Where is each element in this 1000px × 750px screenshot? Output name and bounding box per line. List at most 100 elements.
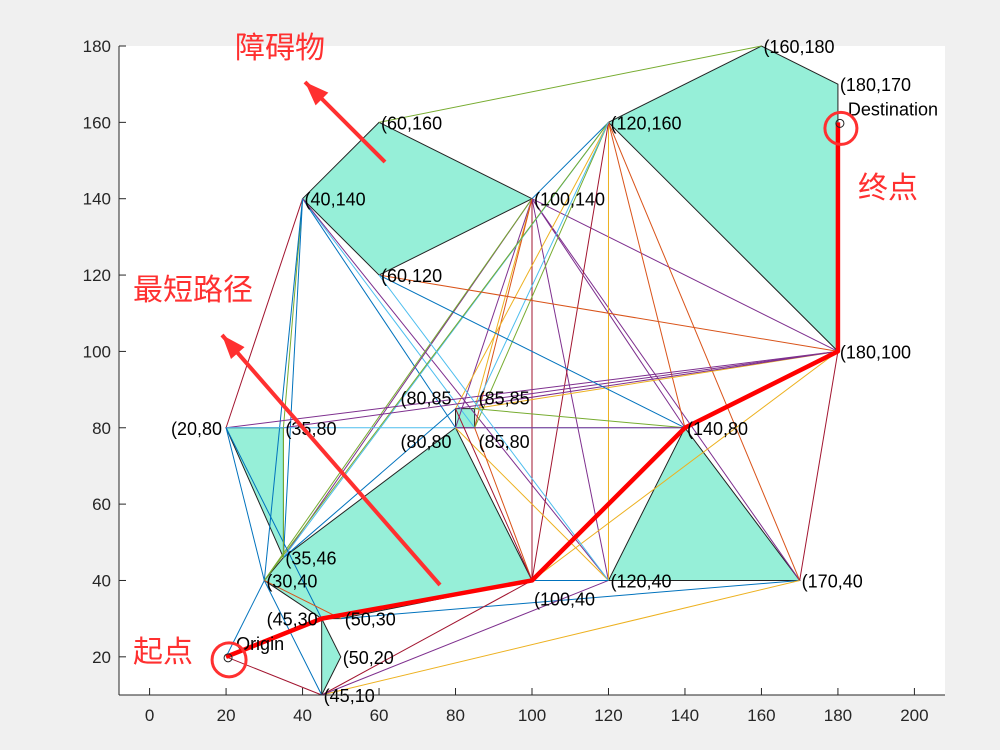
visibility-edge: [302, 198, 609, 581]
x-tick-label: 140: [671, 706, 699, 725]
visibility-edge: [474, 427, 533, 581]
visibility-edge: [302, 198, 476, 429]
visibility-edge: [455, 198, 533, 428]
shortest-path-arrow-head: [222, 335, 245, 360]
destination-circle: [823, 110, 859, 146]
x-tick-label: 180: [824, 706, 852, 725]
vertex-label: (100,40: [534, 589, 595, 609]
x-tick-label: 60: [370, 706, 389, 725]
visibility-edge: [225, 198, 304, 428]
visibility-edge: [474, 122, 609, 409]
visibility-edge: [264, 580, 342, 620]
visibility-edge: [455, 350, 838, 410]
vertex-label: (60,120: [381, 266, 442, 286]
y-tick-label: 160: [83, 113, 111, 132]
destination-marker: [835, 118, 845, 128]
y-tick-label: 100: [83, 342, 111, 361]
vertex-label: (180,100: [840, 342, 911, 362]
x-tick-label: 80: [446, 706, 465, 725]
vertex-label: (120,160: [610, 113, 681, 133]
visibility-edge: [474, 198, 533, 409]
visibility-edge: [321, 580, 609, 696]
y-tick-label: 40: [92, 571, 111, 590]
x-tick-label: 200: [900, 706, 928, 725]
vertex-label: (20,80: [171, 419, 222, 439]
obstacle-arrow-head: [305, 82, 329, 106]
visibility-edge: [263, 198, 533, 581]
visibility-edge: [321, 579, 800, 696]
visibility-edge: [225, 427, 323, 619]
visibility-edge: [531, 198, 839, 352]
vertex-label: (160,180: [763, 37, 834, 57]
visibility-edge: [607, 122, 686, 428]
y-tick-label: 120: [83, 266, 111, 285]
visibility-edge: [378, 274, 839, 352]
visibility-edge: [608, 122, 801, 581]
visibility-edge: [225, 427, 265, 581]
vertex-label: (50,20: [343, 648, 394, 668]
x-tick-label: 40: [293, 706, 312, 725]
annotations: 障碍物 最短路径 终点 起点: [133, 31, 918, 679]
vertex-label: (100,140: [534, 190, 605, 210]
visibility-edge: [378, 274, 686, 429]
visibility-edge: [282, 198, 304, 428]
visibility-edge: [531, 351, 839, 581]
visibility-edge: [455, 427, 609, 581]
visibility-edge: [474, 122, 609, 428]
shortest-path-arrow: [220, 333, 442, 587]
visibility-edge: [531, 122, 609, 581]
y-tick-label: 140: [83, 190, 111, 209]
visibility-edge: [302, 198, 456, 429]
destination-label: Destination: [848, 99, 938, 119]
visibility-edge: [321, 580, 533, 696]
visibility-edge: [799, 351, 839, 581]
visibility-edge: [474, 408, 686, 429]
visibility-edge: [340, 579, 800, 620]
origin-label: Origin: [236, 634, 284, 654]
visibility-edge: [531, 198, 801, 581]
annotation-obstacle: 障碍物: [235, 31, 325, 66]
x-tick-label: 120: [594, 706, 622, 725]
vertex-label: (45,10: [324, 686, 375, 706]
visibility-edge: [283, 350, 838, 429]
visibility-edge: [378, 45, 762, 123]
vertex-label: (35,46: [285, 549, 336, 569]
vertex-label: (60,160: [381, 113, 442, 133]
y-tick-label: 80: [92, 419, 111, 438]
vertex-labels: (60,160 (40,140 (100,140 (60,120 (120,160 (16…: [171, 37, 938, 706]
origin-circle: [210, 641, 248, 679]
annotation-start-point: 起点: [133, 635, 193, 670]
shortest-path-line: [225, 122, 841, 659]
visibility-edges: [225, 45, 839, 696]
vertex-label: (120,40: [610, 571, 671, 591]
x-tick-label: 0: [145, 706, 154, 725]
vertex-label: (50,30: [345, 610, 396, 630]
obstacles: [225, 45, 839, 696]
origin-marker: [223, 653, 233, 663]
vertex-label: (80,80: [400, 432, 451, 452]
vertex-label: (40,140: [305, 190, 366, 210]
x-tick-label: 160: [747, 706, 775, 725]
vertex-label: (85,80: [479, 432, 530, 452]
y-tick-label: 60: [92, 495, 111, 514]
obstacle-polygon: [607, 426, 801, 581]
x-tick-label: 20: [217, 706, 236, 725]
vertex-label: (180,170: [840, 75, 911, 95]
visibility-edge: [282, 198, 304, 558]
vertex-label: (85,85: [479, 389, 530, 409]
visibility-edge: [225, 656, 322, 696]
vertex-label: (80,85: [400, 389, 451, 409]
visibility-edge: [263, 580, 323, 696]
annotation-end-point: 终点: [858, 171, 918, 206]
annotation-shortest-path: 最短路径: [133, 273, 253, 308]
vertex-label: (45,30: [267, 610, 318, 630]
vertex-label: (30,40: [266, 571, 317, 591]
x-tick-label: 100: [518, 706, 546, 725]
obstacle-polygon: [607, 45, 839, 353]
y-tick-label: 180: [83, 37, 111, 56]
vertex-label: (170,40: [802, 571, 863, 591]
visibility-edge: [455, 408, 533, 581]
visibility-edge: [226, 350, 838, 429]
